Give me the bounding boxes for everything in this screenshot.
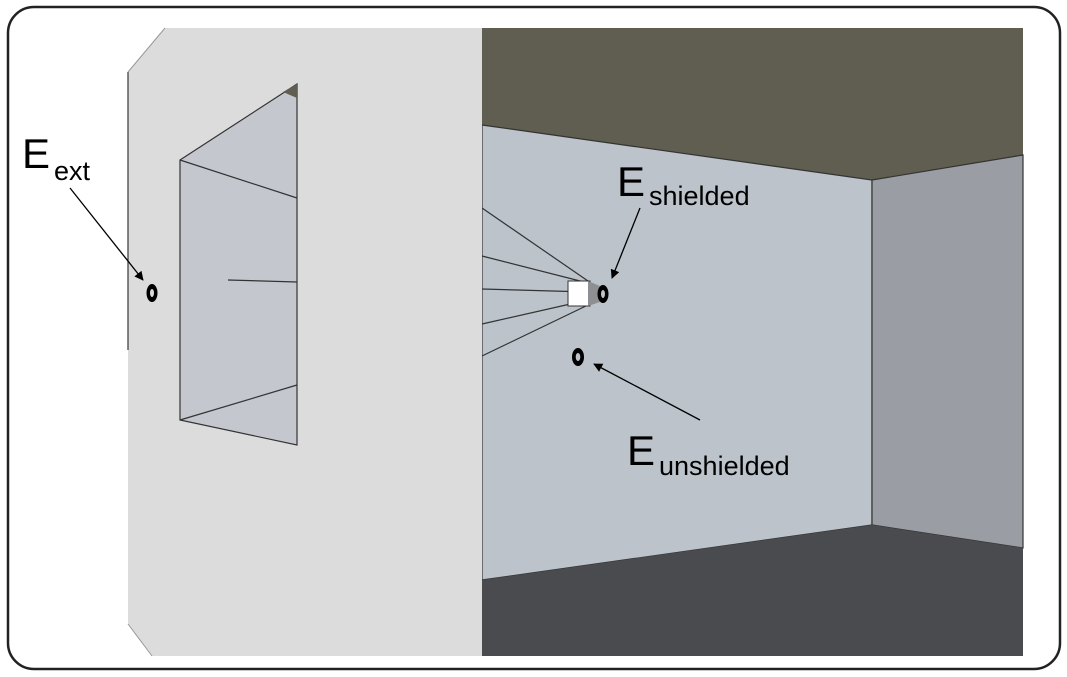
arrow-ext — [69, 187, 144, 281]
frame-border — [6, 5, 1062, 671]
unshielded-sensor — [572, 348, 584, 366]
arrow-unshielded — [593, 363, 701, 421]
floor — [482, 525, 1023, 656]
external-sensor — [146, 284, 158, 302]
label-e-shielded: E shielded — [617, 158, 750, 211]
facade-edge-top — [127, 27, 166, 73]
arrow-shielded — [610, 207, 641, 279]
label-e-unshielded: E unshielded — [627, 427, 790, 481]
ceiling — [482, 28, 1023, 180]
shielded-sensor — [567, 280, 609, 307]
facade-edge-bottom — [127, 623, 153, 657]
right-wall — [871, 154, 1024, 549]
window — [179, 82, 298, 446]
label-e-ext: E ext — [22, 130, 91, 186]
